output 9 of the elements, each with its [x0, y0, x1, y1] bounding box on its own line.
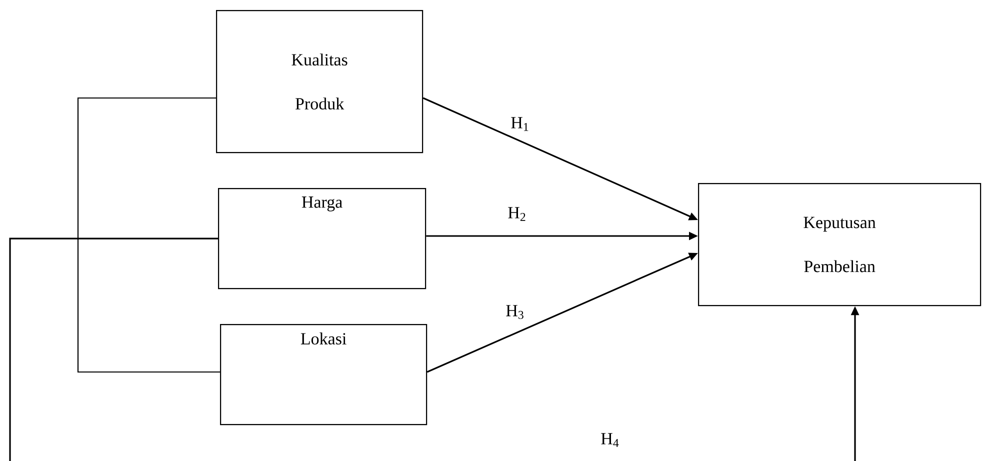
variable-box: Lokasi [220, 324, 428, 426]
edge-label: H$_{4}$ [600, 432, 620, 448]
edge-label: H$_{2}$ [506, 206, 528, 222]
variable-box: Kualitas Produk [216, 10, 424, 154]
connector-line [77, 97, 220, 373]
edge-label: H$_{3}$ [504, 304, 526, 320]
variable-box: Harga [218, 188, 426, 290]
edge-label: H$_{1}$ [510, 116, 530, 132]
variable-box: Keputusan Pembelian [698, 183, 982, 306]
